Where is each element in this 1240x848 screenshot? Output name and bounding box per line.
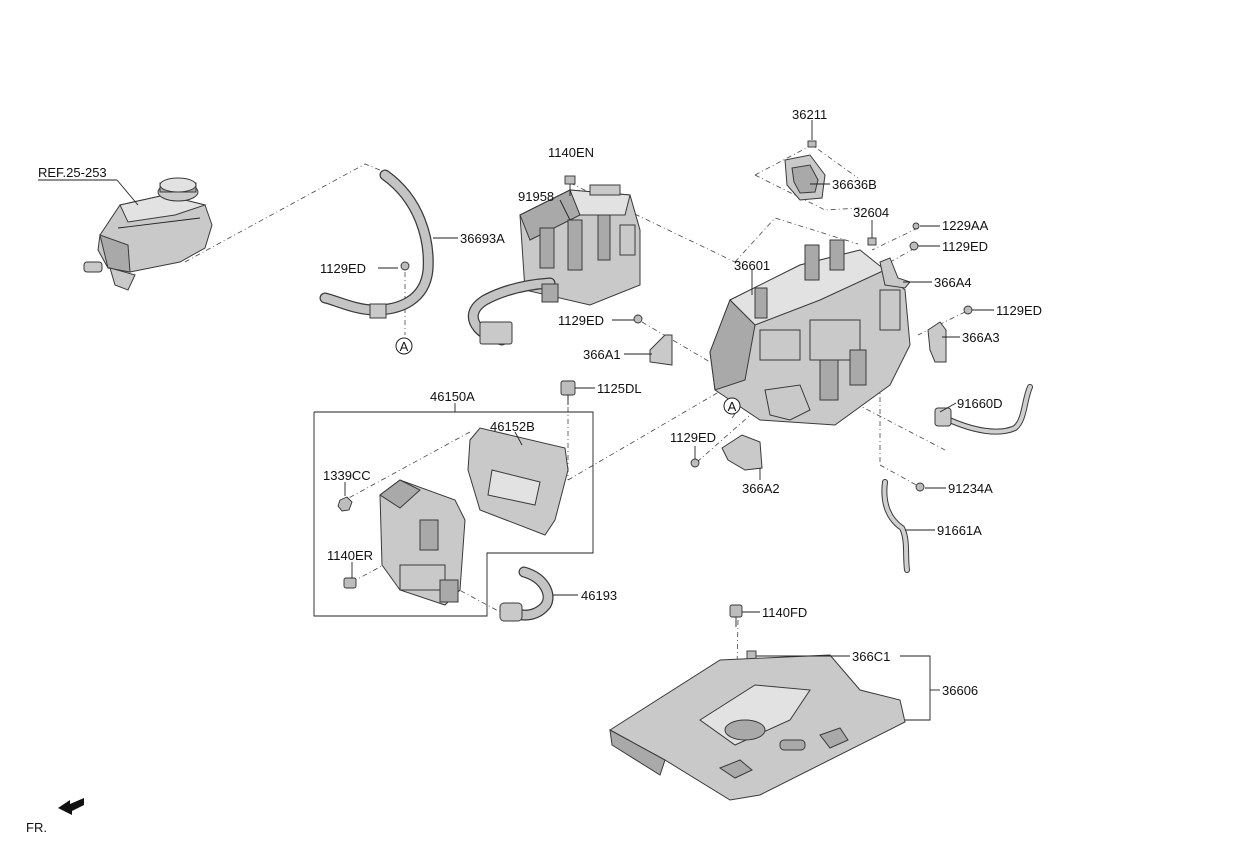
label-36636b: 36636B bbox=[832, 177, 877, 192]
front-direction-arrow-icon bbox=[58, 798, 84, 815]
svg-text:A: A bbox=[728, 399, 737, 414]
bolt-1229aa bbox=[912, 222, 920, 230]
bolt-1140fd bbox=[729, 604, 743, 627]
front-indicator: FR. bbox=[26, 798, 84, 835]
cable-91660d bbox=[934, 384, 1033, 435]
bolt-1129ed-b bbox=[909, 241, 919, 251]
expansion-tank bbox=[83, 177, 213, 291]
bracket-366a2 bbox=[721, 434, 763, 471]
bracket-366a1 bbox=[649, 334, 673, 366]
label-91958: 91958 bbox=[518, 189, 554, 204]
label-91661a: 91661A bbox=[937, 523, 982, 538]
cover-36636b bbox=[784, 154, 826, 201]
label-91234a: 91234A bbox=[948, 481, 993, 496]
pump-assembly-91958 bbox=[467, 184, 641, 346]
label-366c1: 366C1 bbox=[852, 649, 890, 664]
label-1140en: 1140EN bbox=[548, 145, 594, 160]
bolt-1129ed-c bbox=[963, 305, 973, 315]
label-46150a: 46150A bbox=[430, 389, 475, 404]
valve-block bbox=[379, 479, 466, 606]
hose-36693a bbox=[319, 169, 434, 319]
label-1129ed-d: 1129ED bbox=[558, 313, 604, 328]
nut-1339cc bbox=[337, 496, 353, 512]
bolt-1140er bbox=[343, 577, 357, 589]
label-1129ed-b: 1129ED bbox=[942, 239, 988, 254]
cable-91661a bbox=[881, 479, 910, 573]
label-1140er: 1140ER bbox=[327, 548, 373, 563]
bolt-32604 bbox=[867, 237, 877, 246]
marker-a-1: A bbox=[395, 337, 413, 355]
bolt-1129ed-a bbox=[400, 261, 410, 271]
part-labels: REF.25-253 36693A 1129ED 1140EN 91958 36… bbox=[38, 107, 1042, 698]
label-1129ed-c: 1129ED bbox=[996, 303, 1042, 318]
label-36693a: 36693A bbox=[460, 231, 505, 246]
label-1129ed-a: 1129ED bbox=[320, 261, 366, 276]
label-366a4: 366A4 bbox=[934, 275, 972, 290]
bolt-1129ed-e bbox=[690, 458, 700, 468]
bolt-1129ed-d bbox=[633, 314, 643, 324]
label-366a3: 366A3 bbox=[962, 330, 1000, 345]
label-1339cc: 1339CC bbox=[323, 468, 371, 483]
tray-36606 bbox=[609, 654, 906, 801]
label-1129ed-e: 1129ED bbox=[670, 430, 716, 445]
marker-a-2: A bbox=[723, 397, 741, 415]
label-ref-25-253: REF.25-253 bbox=[38, 165, 107, 180]
bolt-1125dl bbox=[560, 380, 576, 405]
main-module-36601 bbox=[709, 239, 911, 426]
label-366a1: 366A1 bbox=[583, 347, 621, 362]
label-1140fd: 1140FD bbox=[762, 605, 807, 620]
bracket-366a3 bbox=[927, 321, 947, 363]
label-1229aa: 1229AA bbox=[942, 218, 989, 233]
label-32604: 32604 bbox=[853, 205, 889, 220]
label-46152b: 46152B bbox=[490, 419, 535, 434]
leader-lines bbox=[38, 120, 994, 721]
label-46193: 46193 bbox=[581, 588, 617, 603]
assembly-box-46150a bbox=[313, 411, 594, 617]
label-1125dl: 1125DL bbox=[597, 381, 642, 396]
label-36606: 36606 bbox=[942, 683, 978, 698]
bolt-36211 bbox=[807, 140, 817, 148]
svg-text:A: A bbox=[400, 339, 409, 354]
bolt-91234a bbox=[915, 482, 925, 492]
label-91660d: 91660D bbox=[957, 396, 1003, 411]
label-36601: 36601 bbox=[734, 258, 770, 273]
hose-46193 bbox=[499, 566, 554, 622]
front-label: FR. bbox=[26, 820, 47, 835]
bracket-366a4 bbox=[879, 257, 911, 289]
bracket-46152b bbox=[467, 427, 569, 536]
label-366a2: 366A2 bbox=[742, 481, 780, 496]
bolt-1140en bbox=[564, 175, 576, 196]
label-36211: 36211 bbox=[792, 107, 827, 122]
